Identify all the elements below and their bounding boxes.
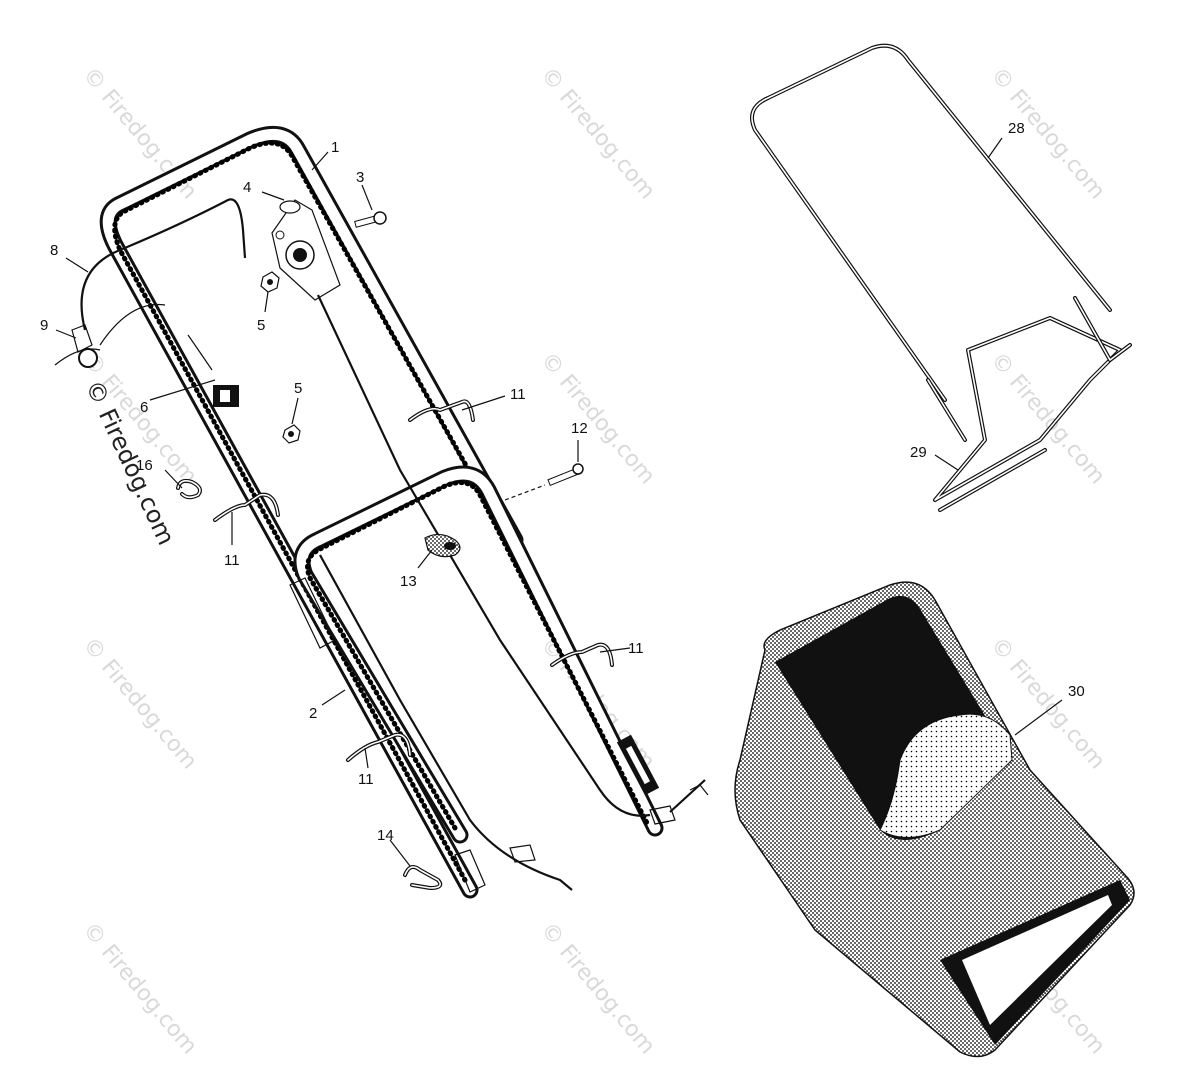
watermark: © Firedog.com bbox=[985, 63, 1109, 204]
callout-13: 13 bbox=[400, 573, 417, 590]
watermark: © Firedog.com bbox=[535, 918, 659, 1059]
knob-11-bottom bbox=[346, 732, 412, 762]
watermark: © Firedog.com bbox=[77, 918, 201, 1059]
bolt-12 bbox=[504, 463, 584, 501]
knob-11-left bbox=[213, 492, 280, 522]
watermark: © Firedog.com bbox=[535, 348, 659, 489]
nut-5a bbox=[260, 271, 280, 293]
callout-2: 2 bbox=[309, 705, 317, 722]
callout-14: 14 bbox=[377, 827, 394, 844]
knob-13 bbox=[424, 533, 461, 558]
callout-29: 29 bbox=[910, 444, 927, 461]
watermark: © Firedog.com bbox=[535, 63, 659, 204]
leader-lines bbox=[55, 137, 1063, 867]
cable-clamp-6 bbox=[149, 334, 239, 407]
upper-handle bbox=[99, 125, 524, 899]
bracket-9 bbox=[54, 303, 166, 368]
nut-5b bbox=[282, 424, 301, 444]
callout-5a: 5 bbox=[257, 317, 265, 334]
callout-4: 4 bbox=[243, 179, 251, 196]
clip-14 bbox=[403, 864, 443, 890]
clip-16 bbox=[176, 478, 202, 500]
callout-1: 1 bbox=[331, 139, 339, 156]
callout-11a: 11 bbox=[510, 386, 526, 403]
callout-6: 6 bbox=[140, 399, 148, 416]
callouts: 1 2 3 4 5 5 6 8 9 11 11 11 11 11 12 13 1… bbox=[40, 120, 1085, 844]
callout-12: 12 bbox=[571, 420, 588, 437]
callout-28: 28 bbox=[1008, 120, 1025, 137]
callout-11c: 11 bbox=[628, 640, 644, 657]
knob-11-upper-right bbox=[408, 399, 475, 422]
control-housing bbox=[271, 199, 341, 301]
callout-30: 30 bbox=[1068, 683, 1085, 700]
callout-8: 8 bbox=[50, 242, 58, 259]
lower-handle bbox=[289, 465, 664, 844]
watermark: © Firedog.com bbox=[77, 633, 201, 774]
callout-3: 3 bbox=[356, 169, 364, 186]
callout-9: 9 bbox=[40, 317, 48, 334]
bolt-3 bbox=[354, 211, 387, 228]
grass-bag bbox=[734, 581, 1135, 1058]
callout-16: 16 bbox=[136, 457, 153, 474]
callout-11b: 11 bbox=[224, 552, 240, 569]
bag-frame bbox=[750, 43, 1132, 512]
callout-5b: 5 bbox=[294, 380, 302, 397]
watermark: © Firedog.com bbox=[985, 348, 1109, 489]
knob-11-lower-right bbox=[550, 642, 614, 667]
callout-11d: 11 bbox=[358, 771, 374, 788]
control-cable bbox=[80, 198, 709, 891]
